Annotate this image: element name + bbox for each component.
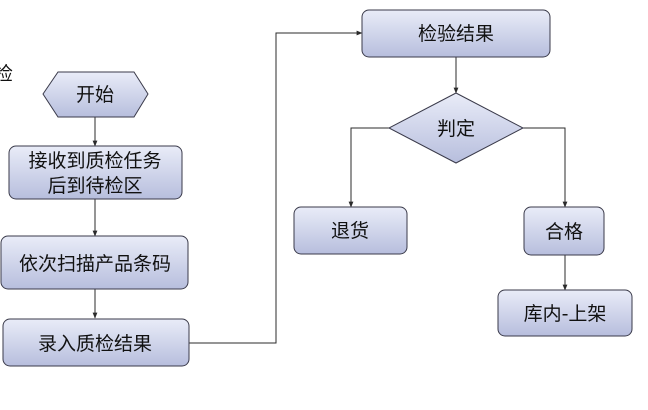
cropped-label: 检 [0,63,13,85]
node-shelve-label: 库内-上架 [524,303,607,325]
edge-judge-to-return [348,127,389,208]
node-receive-task: 接收到质检任务 后到待检区 [8,145,183,200]
edge-record-to-result [189,30,363,344]
node-scan-barcode: 依次扫描产品条码 [0,235,189,290]
node-scan-barcode-label: 依次扫描产品条码 [19,253,171,275]
node-start-label: 开始 [76,84,114,106]
node-receive-task-line1: 接收到质检任务 [28,150,161,172]
node-return-goods: 退货 [293,206,408,255]
node-inspection-result-label: 检验结果 [418,23,494,45]
node-inspection-result: 检验结果 [361,9,551,58]
node-qualified-label: 合格 [545,221,583,243]
node-record-result: 录入质检结果 [2,318,190,367]
node-return-goods-label: 退货 [331,220,369,242]
node-judge: 判定 [387,92,525,164]
node-judge-label: 判定 [437,118,475,140]
node-start: 开始 [42,71,149,118]
node-record-result-label: 录入质检结果 [38,333,152,355]
node-receive-task-line2: 后到待检区 [47,175,142,197]
node-shelve: 库内-上架 [497,289,633,337]
edge-judge-to-qualified [523,127,568,208]
node-qualified: 合格 [523,206,605,256]
